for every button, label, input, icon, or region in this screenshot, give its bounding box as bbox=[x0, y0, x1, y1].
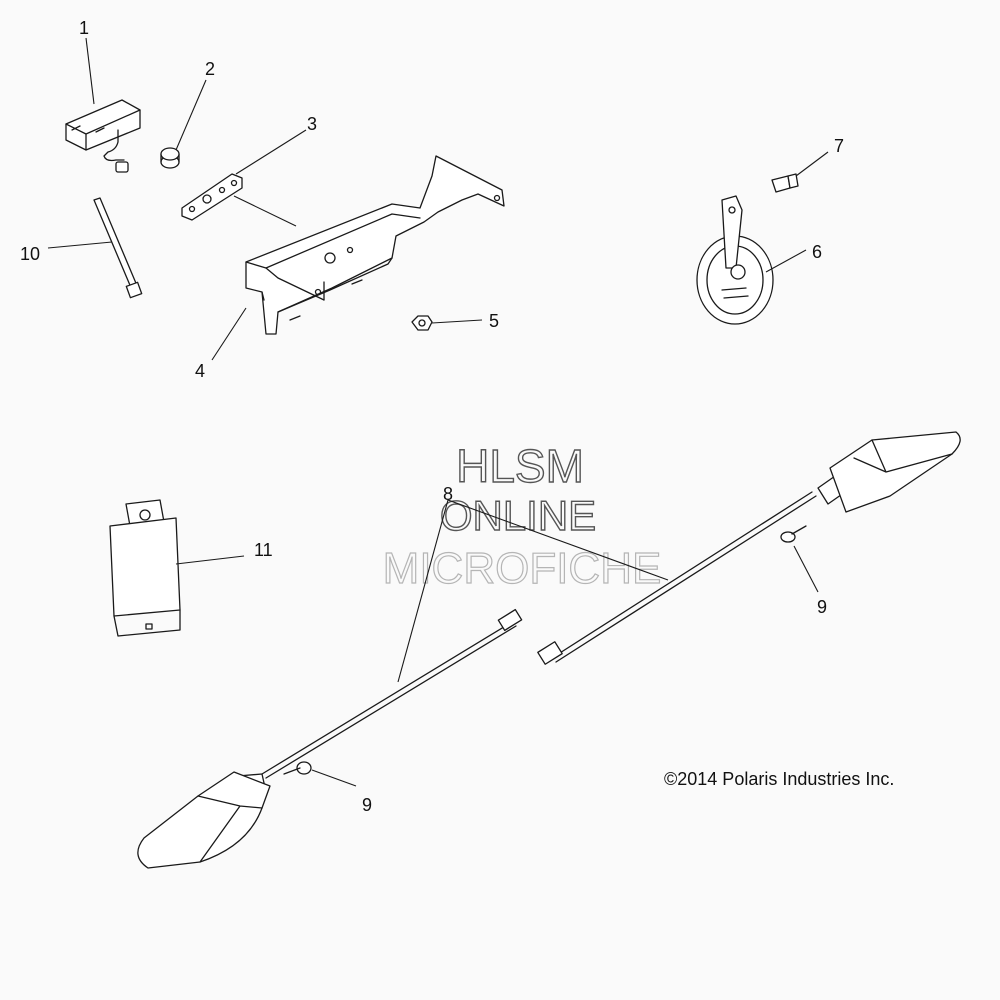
callout-7: 7 bbox=[834, 136, 844, 156]
cable-tie[interactable] bbox=[93, 197, 143, 299]
callout-11: 11 bbox=[254, 540, 273, 560]
callout-5: 5 bbox=[489, 311, 499, 331]
horn[interactable] bbox=[696, 195, 774, 325]
mounting-screw-left[interactable] bbox=[283, 761, 312, 775]
callout-9-left: 9 bbox=[362, 795, 372, 815]
callout-1: 1 bbox=[79, 18, 89, 38]
callout-4: 4 bbox=[195, 361, 205, 381]
mounting-screw-right[interactable] bbox=[780, 525, 807, 543]
callout-9-right: 9 bbox=[817, 597, 827, 617]
spacer[interactable] bbox=[160, 147, 180, 169]
flasher-relay[interactable] bbox=[109, 499, 181, 637]
callout-6: 6 bbox=[812, 242, 822, 262]
tail-light[interactable] bbox=[65, 99, 141, 173]
license-bracket[interactable] bbox=[245, 155, 505, 335]
callout-8: 8 bbox=[443, 484, 453, 504]
nut[interactable] bbox=[411, 315, 433, 331]
turn-signal-left[interactable] bbox=[137, 608, 523, 869]
callout-3: 3 bbox=[307, 114, 317, 134]
watermark-line1: HLSM bbox=[456, 440, 584, 492]
callout-10: 10 bbox=[20, 244, 40, 264]
callout-2: 2 bbox=[205, 59, 215, 79]
watermark-line3: MICROFICHE bbox=[383, 544, 662, 593]
copyright-text: ©2014 Polaris Industries Inc. bbox=[664, 769, 894, 789]
turn-signal-right[interactable] bbox=[537, 431, 961, 665]
callouts: 1 2 3 4 5 6 7 8 9 9 10 11 bbox=[20, 18, 844, 815]
watermark: HLSM ONLINE MICROFICHE bbox=[382, 439, 662, 593]
leader-lines bbox=[47, 37, 829, 787]
screw[interactable] bbox=[771, 173, 799, 193]
mounting-plate[interactable] bbox=[181, 173, 243, 221]
watermark-line2: ONLINE bbox=[440, 492, 596, 539]
